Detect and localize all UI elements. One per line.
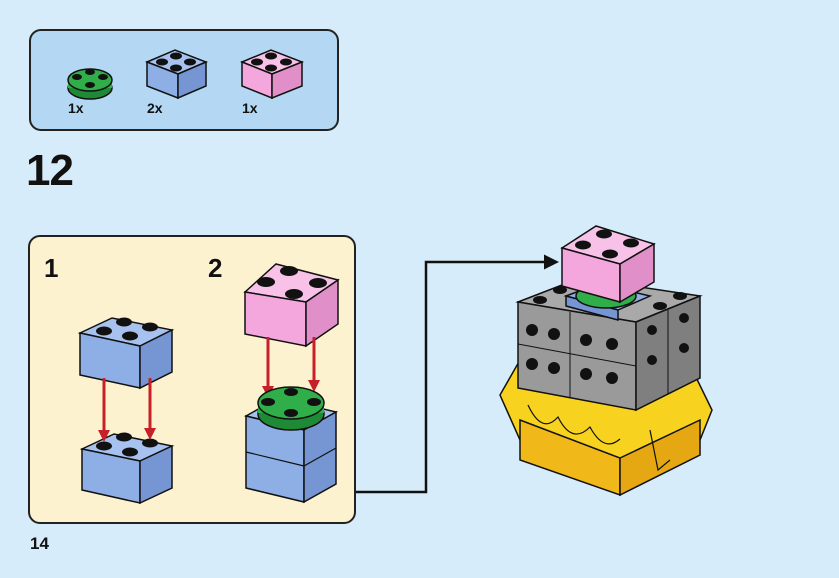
pink-brick-quantity: 1x — [242, 100, 258, 116]
connector-arrow — [356, 254, 559, 494]
substep-2-number: 2 — [208, 253, 223, 283]
substep-1-bottom-brick — [79, 432, 175, 505]
substep-1-number: 1 — [44, 253, 59, 283]
substep-2-green-plate — [257, 386, 325, 431]
blue-brick-quantity: 2x — [147, 100, 163, 116]
substep-1-top-brick — [77, 317, 175, 390]
page-number: 14 — [30, 534, 49, 553]
pink-brick-part — [240, 49, 305, 100]
green-plate-quantity: 1x — [68, 100, 84, 116]
green-round-plate-part — [67, 68, 113, 100]
step-number: 12 — [26, 146, 74, 195]
blue-brick-part — [145, 49, 208, 100]
substep-2-pink-brick — [243, 263, 340, 348]
main-model — [499, 225, 713, 497]
